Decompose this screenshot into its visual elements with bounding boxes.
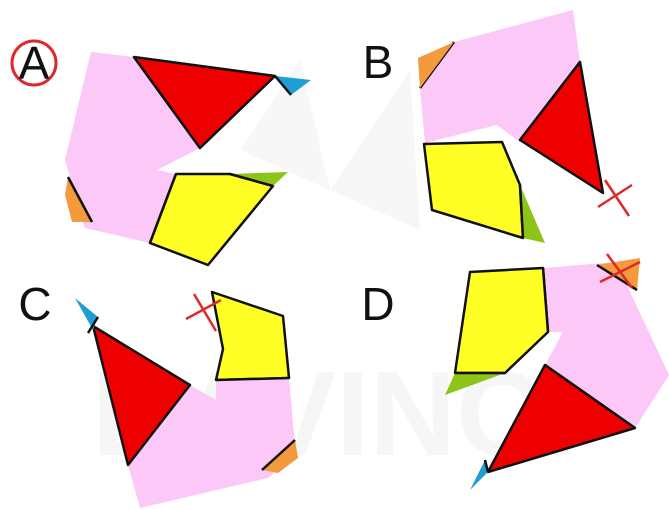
green-triangle (445, 373, 505, 395)
wrong-mark-b (597, 179, 633, 217)
green-triangle (230, 172, 288, 186)
option-c-figure (75, 290, 298, 508)
option-c-letter: C (18, 278, 51, 330)
red-triangle (486, 363, 637, 474)
red-triangle (91, 324, 192, 467)
option-a-label: A (10, 37, 58, 89)
option-c[interactable]: C (18, 278, 298, 508)
blue-triangle (275, 76, 311, 95)
option-b-letter: B (363, 36, 394, 88)
option-a-letter: A (19, 37, 50, 89)
option-d-letter: D (361, 278, 394, 330)
wrong-mark-c (185, 293, 222, 332)
option-d[interactable]: D (361, 253, 669, 490)
red-triangle (518, 60, 605, 195)
option-a-figure (65, 52, 311, 267)
blue-triangle (470, 460, 488, 490)
blue-triangle (75, 298, 98, 330)
pink-piece (543, 262, 669, 428)
option-a[interactable]: A (10, 37, 311, 267)
option-b-figure (418, 10, 605, 243)
green-triangle (520, 185, 545, 243)
yellow-quad (422, 140, 525, 240)
yellow-quad (210, 290, 291, 382)
pink-piece (65, 52, 200, 243)
yellow-quad (148, 172, 275, 267)
wrong-mark-d (599, 253, 641, 289)
orange-triangle (262, 440, 298, 473)
orange-triangle (418, 42, 454, 88)
option-b[interactable]: B (363, 10, 633, 243)
yellow-quad (453, 266, 550, 375)
pink-piece (128, 378, 296, 508)
red-triangle (132, 55, 277, 150)
pink-piece (418, 10, 580, 143)
selection-circle (10, 39, 58, 87)
